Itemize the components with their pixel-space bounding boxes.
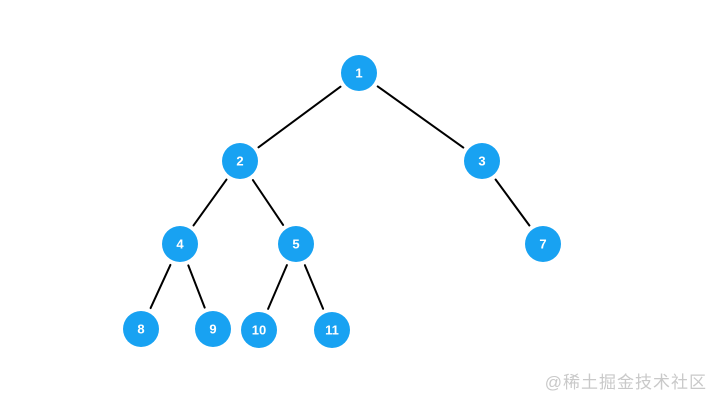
node-circle-2 (222, 143, 258, 179)
node-label-8: 8 (137, 322, 144, 337)
node-label-7: 7 (539, 237, 546, 252)
tree-edge-2-4 (192, 178, 228, 227)
tree-edge-3-7 (494, 178, 531, 227)
tree-node-7: 7 (525, 226, 561, 262)
node-label-11: 11 (325, 323, 339, 338)
tree-node-9: 9 (195, 311, 231, 347)
node-circle-8 (123, 311, 159, 347)
node-circle-4 (162, 226, 198, 262)
node-circle-1 (341, 55, 377, 91)
watermark: @稀土掘金技术社区 (544, 373, 707, 392)
tree-node-5: 5 (278, 226, 314, 262)
tree-edge-1-3 (376, 85, 465, 149)
node-circle-11 (314, 312, 350, 348)
tree-node-1: 1 (341, 55, 377, 91)
tree-edge-5-11 (303, 264, 325, 310)
tree-node-11: 11 (314, 312, 350, 348)
tree-edge-1-2 (257, 85, 342, 149)
node-circle-7 (525, 226, 561, 262)
node-circle-10 (241, 312, 277, 348)
node-label-3: 3 (478, 154, 485, 169)
tree-node-2: 2 (222, 143, 258, 179)
tree-edge-5-10 (267, 264, 288, 310)
tree-node-8: 8 (123, 311, 159, 347)
node-circle-5 (278, 226, 314, 262)
node-label-1: 1 (355, 66, 362, 81)
node-circle-3 (464, 143, 500, 179)
node-label-2: 2 (236, 154, 243, 169)
node-label-5: 5 (292, 237, 299, 252)
node-label-4: 4 (176, 237, 184, 252)
tree-edge-4-9 (187, 264, 206, 309)
node-circle-9 (195, 311, 231, 347)
tree-edge-4-8 (149, 263, 172, 310)
node-label-9: 9 (209, 322, 216, 337)
tree-edge-2-5 (251, 179, 285, 226)
tree-node-4: 4 (162, 226, 198, 262)
tree-node-10: 10 (241, 312, 277, 348)
tree-node-3: 3 (464, 143, 500, 179)
node-label-10: 10 (252, 323, 266, 338)
